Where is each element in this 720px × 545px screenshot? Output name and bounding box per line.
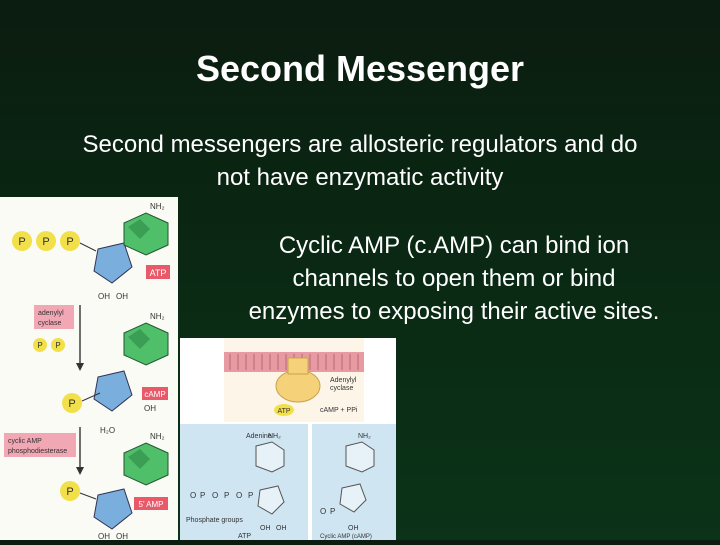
atp-oh-2: OH — [116, 292, 128, 301]
slide-title: Second Messenger — [195, 48, 525, 89]
svg-text:P: P — [200, 491, 205, 500]
ppi-label-1: P — [37, 341, 42, 350]
svg-text:P: P — [42, 236, 49, 248]
camp-nh2-label: NH₂ — [150, 312, 165, 321]
atp-nh2-label: NH₂ — [150, 202, 165, 211]
camp-caption: Cyclic AMP (cAMP) — [320, 534, 372, 540]
phosphodiesterase-box — [4, 433, 76, 457]
rc-ac-label-2: cyclase — [330, 385, 353, 392]
adenine-label: Adenine — [246, 433, 272, 440]
body-line-1: Cyclic AMP (c.AMP) can bind ion — [278, 232, 630, 259]
svg-text:P: P — [66, 486, 73, 498]
ac-label-1: adenylyl — [38, 310, 64, 317]
body-line-2: channels to open them or bind — [292, 265, 616, 292]
reaction-diagram: P P P NH₂ ATP OH OH adenylyl cyclase P P… — [4, 202, 170, 541]
adenylyl-cyclase-figure: Adenylyl cyclase ATP cAMP + PPi Adenine … — [180, 338, 396, 540]
atp-oh-1: OH — [98, 292, 110, 301]
camp-structure-panel — [312, 424, 396, 540]
atp-badge-label: ATP — [277, 408, 290, 415]
subtitle-line-2: not have enzymatic activity — [216, 164, 504, 191]
svg-text:O: O — [320, 507, 326, 516]
svg-text:P: P — [248, 491, 253, 500]
camp-label: cAMP — [144, 390, 165, 399]
svg-text:P: P — [330, 507, 335, 516]
phosphate-groups-label: Phosphate groups — [186, 517, 243, 524]
svg-text:P: P — [66, 236, 73, 248]
svg-text:O: O — [190, 491, 196, 500]
rc-camp-oh: OH — [348, 525, 359, 532]
amp-oh-2: OH — [116, 532, 128, 540]
water-label: H₂O — [100, 426, 115, 435]
camp-molecule: P NH₂ cAMP OH — [62, 312, 169, 413]
membrane-lipids — [229, 354, 359, 370]
amp-label: 5’ AMP — [138, 500, 163, 509]
atp-structure-panel — [180, 424, 308, 540]
ppi-circle-1 — [33, 338, 47, 352]
atp-molecule: P P P NH₂ ATP OH OH — [12, 202, 170, 301]
ac-label-2: cyclase — [38, 320, 61, 327]
camp-reaction-figure: P P P NH₂ ATP OH OH adenylyl cyclase P P… — [0, 197, 178, 541]
amp-nh2-label: NH₂ — [150, 432, 165, 441]
atp-badge — [274, 404, 294, 416]
camp-oh: OH — [144, 404, 156, 413]
ppi-circle-2 — [51, 338, 65, 352]
svg-text:P: P — [18, 236, 25, 248]
pde-label-1: cyclic AMP — [8, 438, 42, 445]
camp-arrow-label: cAMP + PPi — [320, 407, 358, 414]
slide-body: Cyclic AMP (c.AMP) can bind ion channels… — [188, 229, 720, 328]
pde-label-2: phosphodiesterase — [8, 448, 67, 455]
rc-camp-nh2: NH₂ — [358, 433, 371, 440]
adenylyl-cyclase-box — [34, 305, 74, 329]
adenylyl-cyclase-enzyme — [275, 369, 321, 403]
body-line-3: enzymes to exposing their active sites. — [248, 298, 660, 325]
rc-atp-nh2: NH₂ — [268, 433, 281, 440]
cyclase-diagram: Adenylyl cyclase ATP cAMP + PPi Adenine … — [180, 338, 396, 540]
slide-subtitle: Second messengers are allosteric regulat… — [0, 128, 720, 194]
svg-text:O: O — [236, 491, 242, 500]
ppi-label-2: P — [55, 341, 60, 350]
atp-label: ATP — [150, 268, 167, 278]
subtitle-line-1: Second messengers are allosteric regulat… — [82, 131, 638, 158]
svg-text:O: O — [212, 491, 218, 500]
svg-text:P: P — [224, 491, 229, 500]
rc-atp-oh-2: OH — [276, 525, 287, 532]
amp-molecule: P NH₂ 5’ AMP OH OH — [60, 432, 169, 541]
rc-atp-oh-1: OH — [260, 525, 271, 532]
svg-text:P: P — [68, 398, 75, 410]
rc-ac-label-1: Adenylyl — [330, 377, 357, 384]
amp-oh-1: OH — [98, 532, 110, 540]
atp-caption: ATP — [238, 533, 251, 540]
